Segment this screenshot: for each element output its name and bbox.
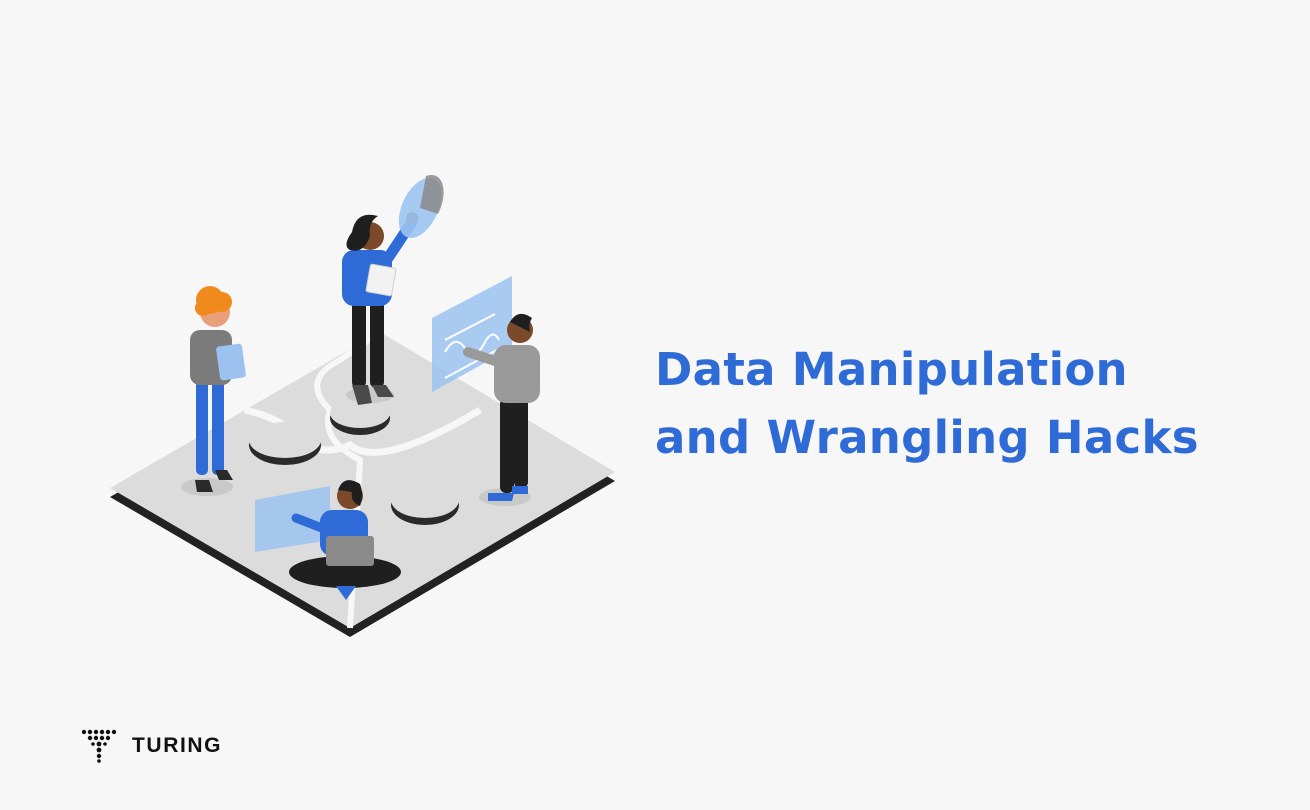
puzzle-base: [110, 329, 615, 637]
person-right: [432, 276, 540, 501]
team-puzzle-illustration: [110, 174, 615, 637]
person-left: [190, 286, 246, 492]
headline: Data Manipulation and Wrangling Hacks: [655, 336, 1199, 472]
brand: TURING: [80, 728, 222, 764]
person-top: [342, 174, 444, 405]
headline-line-2: and Wrangling Hacks: [655, 411, 1199, 464]
turing-logo-icon: [81, 729, 117, 763]
pie-chart-icon: [398, 174, 444, 238]
brand-name: TURING: [132, 734, 223, 757]
person-sitting: [255, 480, 401, 600]
headline-line-1: Data Manipulation: [655, 343, 1128, 396]
